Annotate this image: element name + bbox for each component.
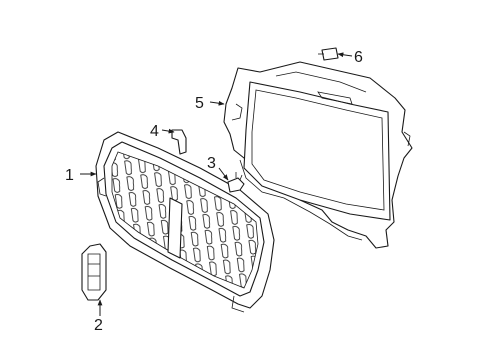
bracket-clip (171, 129, 187, 155)
push-pin-retainer (227, 172, 245, 193)
grille-assembly (95, 131, 275, 313)
leader-line-4 (161, 128, 175, 134)
callout-4: 4 (150, 123, 159, 140)
leader-line-6 (337, 52, 353, 58)
callout-2: 2 (94, 317, 103, 334)
callout-3: 3 (207, 155, 216, 172)
leader-line-5 (209, 100, 225, 106)
callout-6: 6 (354, 49, 363, 66)
grille-support-frame (223, 61, 413, 249)
callout-1: 1 (65, 167, 74, 184)
leader-line-3 (218, 167, 229, 181)
bolt (318, 47, 339, 61)
emblem (81, 243, 107, 301)
callout-5: 5 (195, 95, 204, 112)
